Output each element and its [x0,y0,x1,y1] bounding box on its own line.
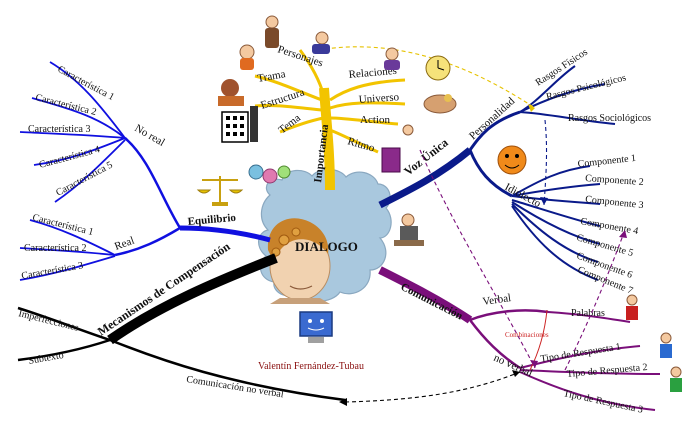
center-title: DIALOGO [295,239,358,254]
mecanismos-branch [17,253,346,402]
real-item-1: Característica 1 [31,212,94,238]
importancia-item-tema: Tema [276,112,303,136]
computer-icon [299,311,333,343]
personalidad-label: Personalidad [467,95,518,142]
no-verbal-label: no verbal [492,352,535,380]
idiolecto-item-1: Componente 1 [577,153,636,170]
dashed-links [317,46,626,403]
voz-unica-branch [378,65,616,281]
importancia-item-ritmo: Ritmo [346,135,376,154]
mecanismos-item-imperfecciones: Imperfecciones [17,308,80,334]
respuesta-item-1: Tipo de Respuesta 1 [540,341,622,365]
clock-icon [384,47,451,81]
face-icon [497,145,527,175]
comunicacion-label: Comunicación [399,281,465,322]
real-item-2: Característica 2 [24,243,86,254]
hands-icon [423,94,457,114]
respuesta-item-3: Tipo de Respuesta 3 [562,388,644,416]
idiolecto-item-3: Componente 3 [585,194,644,211]
no-real-item-5: Característica 5 [54,160,114,199]
no-real-item-1: Característica 1 [56,64,116,103]
person-desk-icon [394,213,424,246]
combinaciones-label: Combinaciones [505,331,549,339]
book-icon [218,79,244,106]
mecanismos-item-subtexto: Subtexto [28,350,65,367]
no-real-item-2: Característica 2 [34,92,97,118]
combinaciones-link [529,309,548,371]
building-icon [221,106,258,143]
real-item-3: Característica 3 [21,260,84,282]
importancia-item-action: Action [360,114,390,126]
no-real-item-3: Característica 3 [28,124,90,135]
comunicacion-branch [378,266,661,411]
verbal-label: Verbal [482,292,512,308]
puppet-icon [381,124,414,173]
idiolecto-item-2: Componente 2 [585,173,644,188]
equilibrio-label: Equilibrio [187,212,237,228]
respuesta-item-2: Tipo de Respuesta 2 [566,362,648,380]
no-real-item-4: Característica 4 [38,144,101,171]
arrow-heads [339,104,627,406]
verbal-item-palabras: Palabras [571,308,605,319]
importancia-item-universo: Universo [358,91,400,106]
personalidad-item-sociologicos: Rasgos Sociológicos [568,113,651,124]
importancia-branch [254,49,406,191]
author-credit: Valentín Fernández-Tubau [258,361,364,372]
head-illustration [267,218,331,304]
scales-icon [196,176,244,206]
mecanismos-item-no-verbal: Comunicación no verbal [186,374,285,400]
masks-icon [248,164,291,184]
equilibrio-branch [19,61,271,281]
no-real-label: No real [133,122,167,149]
importancia-item-trama: Trama [256,68,286,85]
idiolecto-item-4: Componente 4 [579,216,639,237]
people-icons-right [626,294,682,392]
figures-icon [239,15,330,70]
